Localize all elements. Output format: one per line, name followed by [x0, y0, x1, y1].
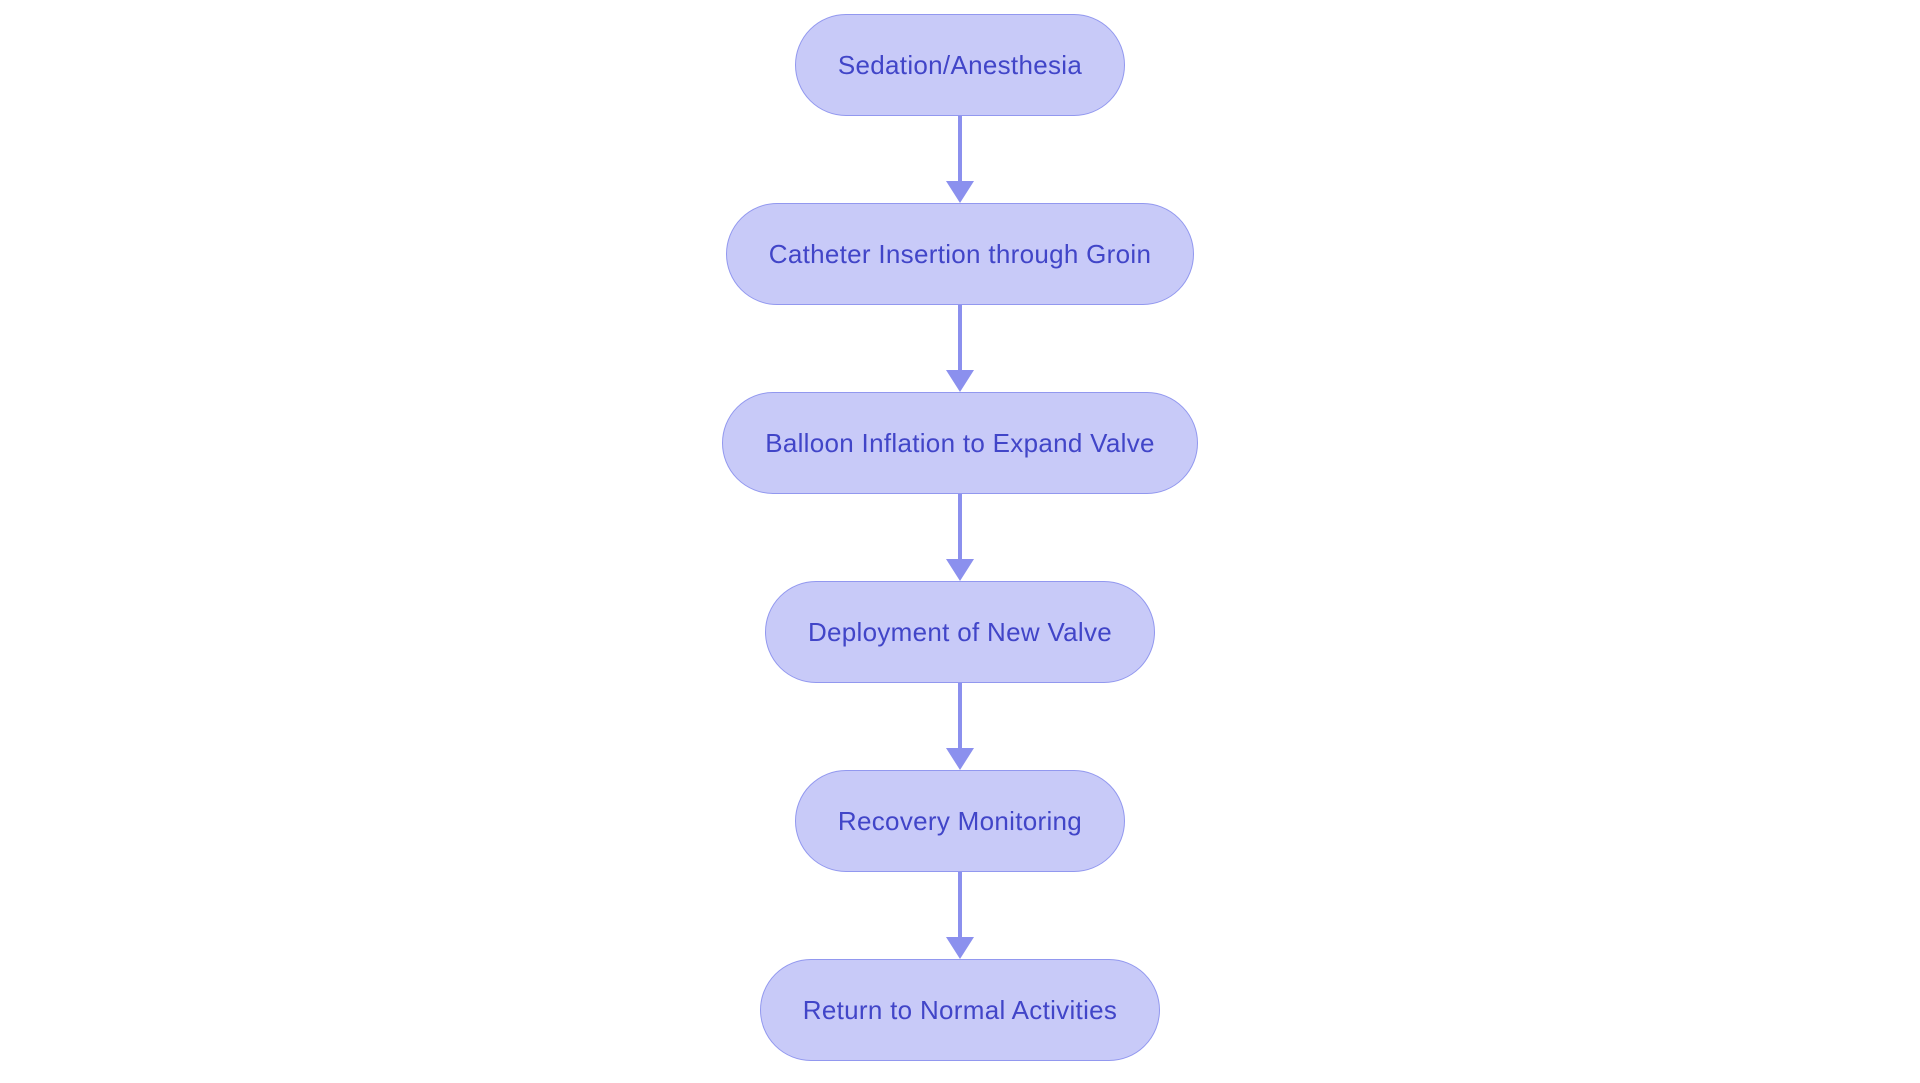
node-label: Deployment of New Valve [807, 617, 1113, 647]
arrow-head-down-icon [946, 559, 974, 581]
arrow-stem [958, 116, 962, 182]
node-label: Sedation/Anesthesia [837, 50, 1083, 80]
node-recovery-monitoring: Recovery Monitoring [794, 770, 1126, 872]
node-valve-deployment: Deployment of New Valve [764, 581, 1156, 683]
node-label: Balloon Inflation to Expand Valve [765, 428, 1155, 458]
node-label: Catheter Insertion through Groin [768, 239, 1152, 269]
node-return-normal-activities: Return to Normal Activities [759, 959, 1161, 1061]
arrow-stem [958, 494, 962, 560]
arrow-head-down-icon [946, 370, 974, 392]
node-sedation-anesthesia: Sedation/Anesthesia [794, 14, 1126, 116]
arrow-head-down-icon [946, 181, 974, 203]
flow-arrow-5-6 [946, 872, 974, 959]
flow-arrow-2-3 [946, 305, 974, 392]
arrow-stem [958, 872, 962, 938]
node-label: Recovery Monitoring [837, 806, 1083, 836]
arrow-stem [958, 683, 962, 749]
arrow-head-down-icon [946, 748, 974, 770]
arrow-stem [958, 305, 962, 371]
flow-arrow-1-2 [946, 116, 974, 203]
node-label: Return to Normal Activities [802, 995, 1118, 1025]
flow-arrow-3-4 [946, 494, 974, 581]
flow-arrow-4-5 [946, 683, 974, 770]
node-balloon-inflation: Balloon Inflation to Expand Valve [722, 392, 1198, 494]
arrow-head-down-icon [946, 937, 974, 959]
node-catheter-insertion: Catheter Insertion through Groin [725, 203, 1195, 305]
